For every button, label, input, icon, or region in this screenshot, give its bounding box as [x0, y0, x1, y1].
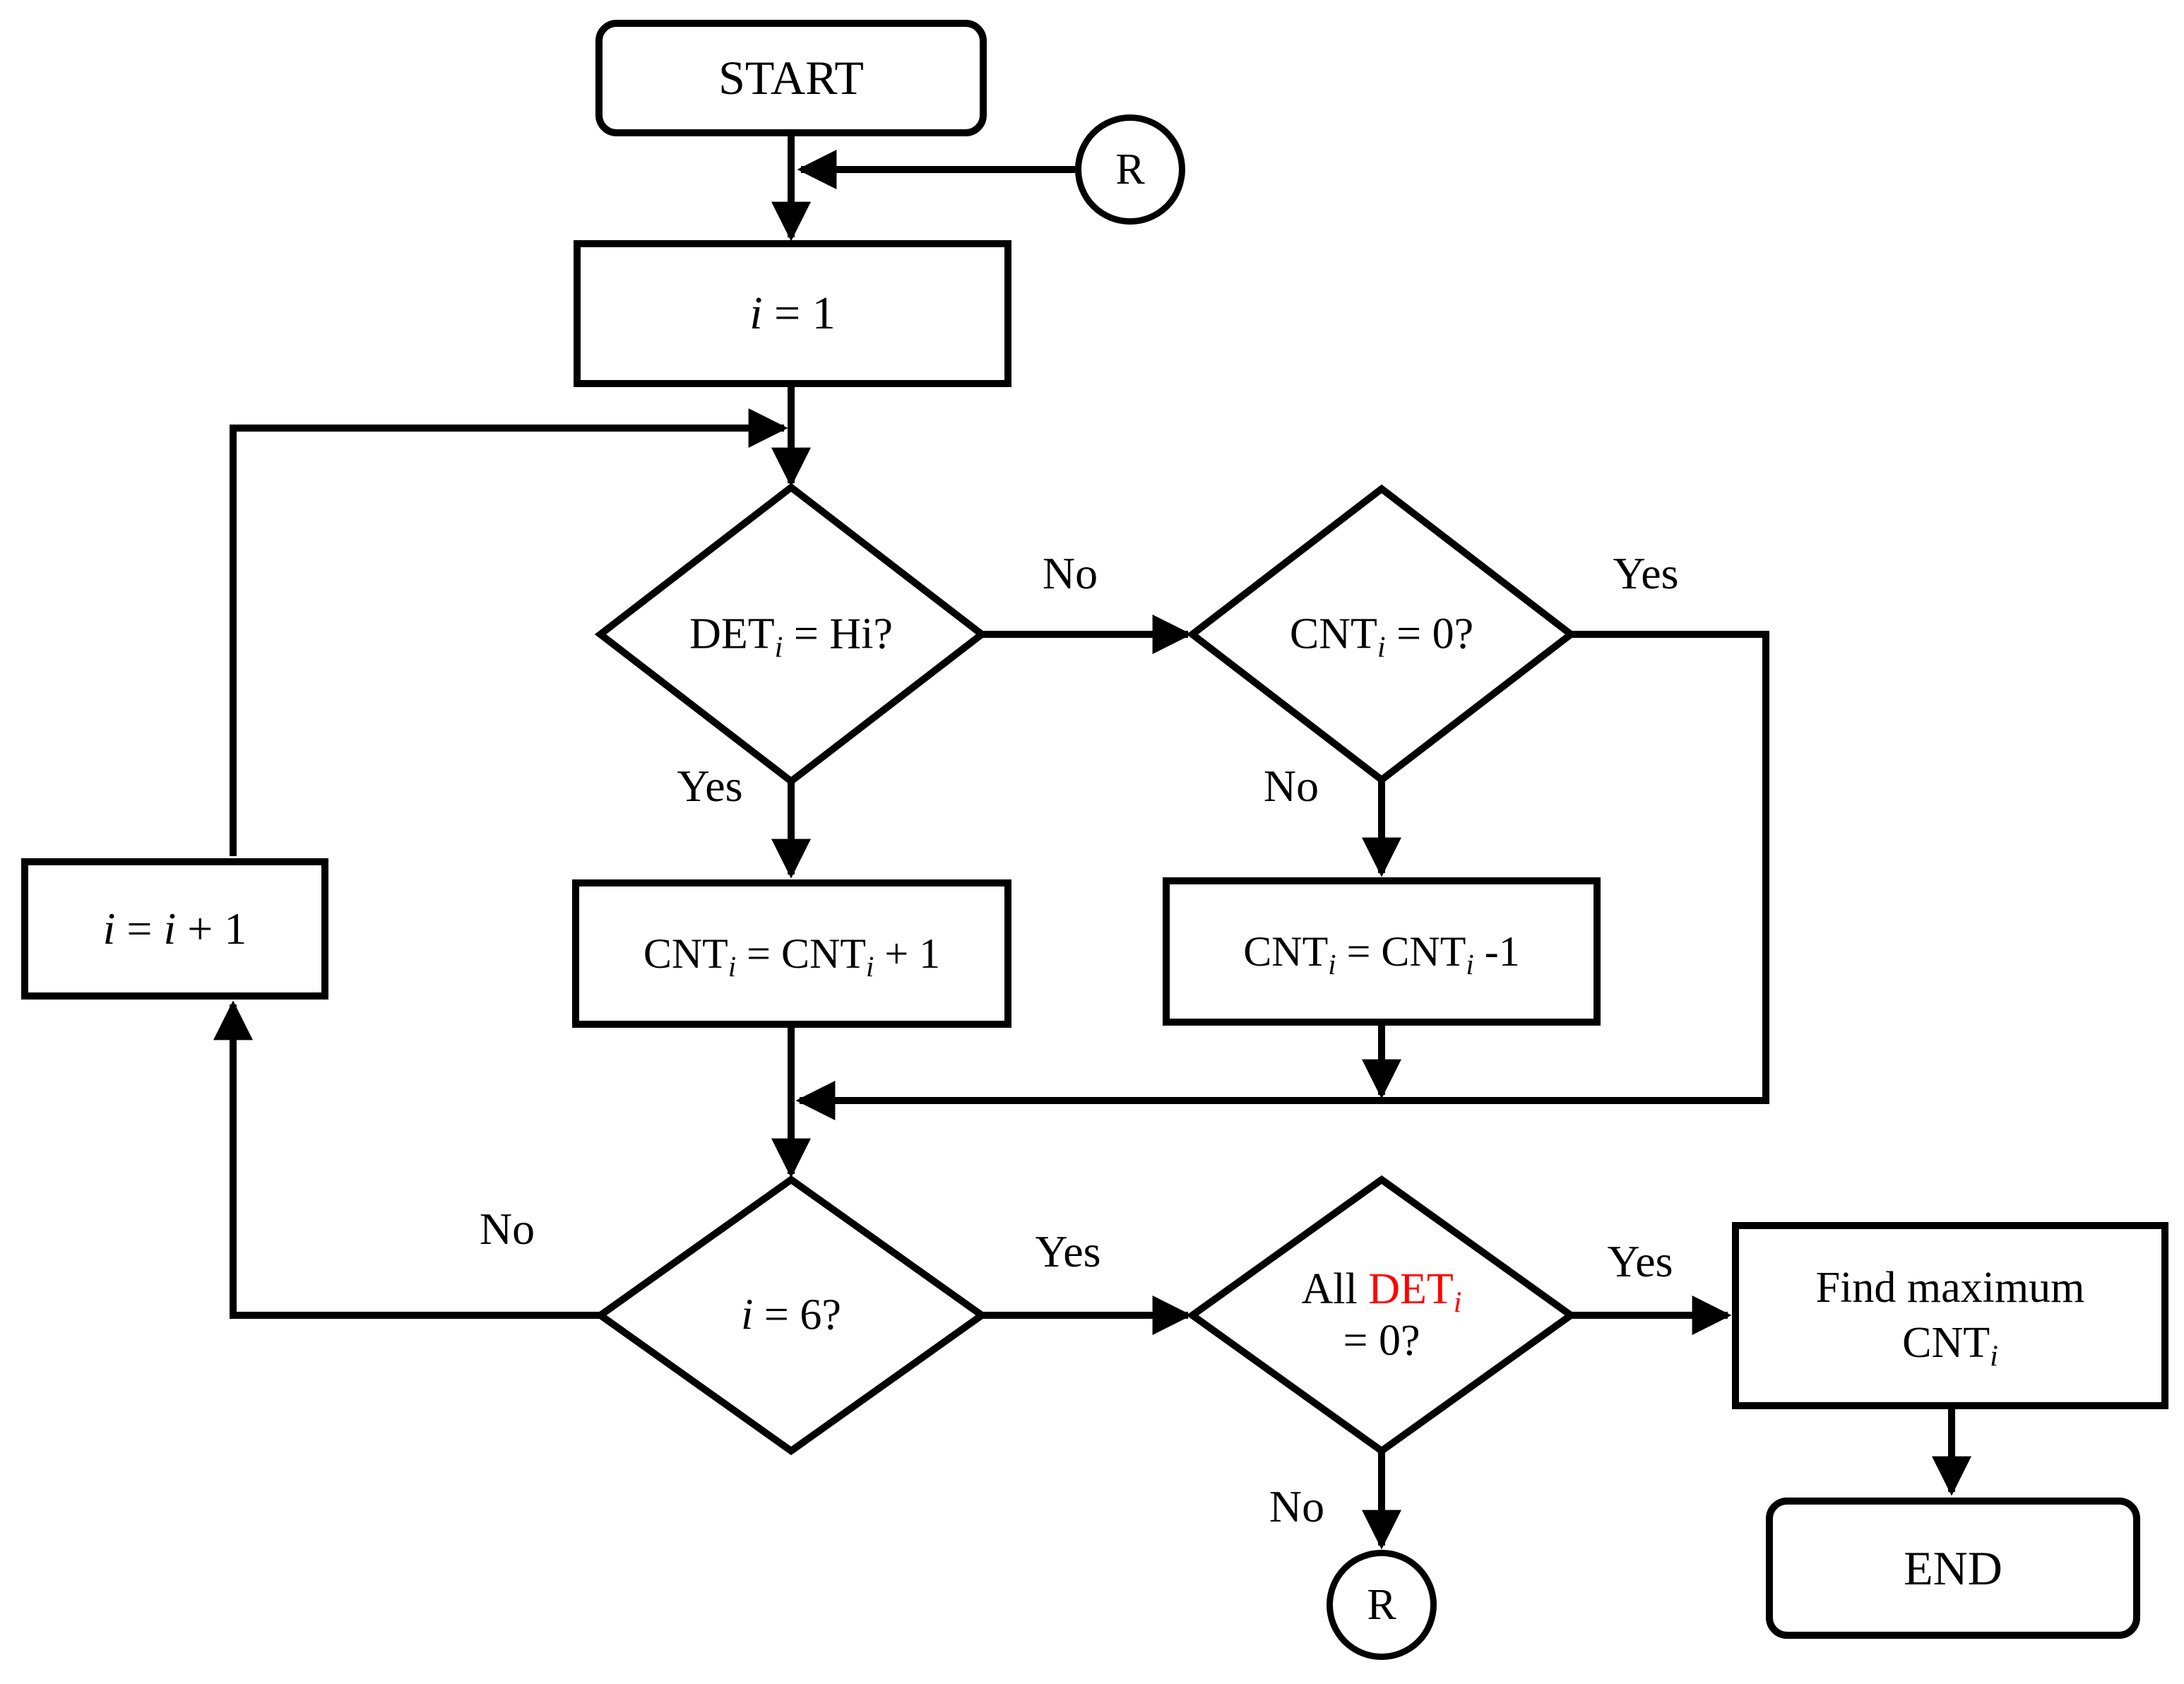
edge-cnt-zero-yes-to-merge: [795, 631, 1769, 1120]
det-decision-diamond: [594, 482, 988, 786]
init-i-box: i = 1: [574, 240, 1011, 387]
recycle-top-label: R: [1115, 145, 1145, 194]
edge-label-i-six-no: No: [479, 1204, 535, 1254]
edge-label-i-six-yes: Yes: [1035, 1226, 1101, 1276]
find-max-box: Find maximum CNTi: [1732, 1222, 2168, 1409]
recycle-bottom-label: R: [1367, 1580, 1396, 1629]
edge-label-cnt-zero-no: No: [1263, 761, 1319, 811]
edge-label-all-det-yes: Yes: [1607, 1236, 1673, 1286]
edge-label-all-det-no: No: [1269, 1481, 1325, 1531]
edge-label-det-no: No: [1042, 548, 1098, 598]
edge-label-cnt-zero-yes: Yes: [1613, 548, 1679, 598]
start-label: START: [718, 51, 864, 105]
cnt-zero-decision-diamond: [1186, 484, 1577, 785]
recycle-connector-bottom: R: [1327, 1550, 1437, 1660]
cnt-decrement-box: CNTi = CNTi -1: [1163, 877, 1601, 1026]
find-max-label: Find maximum CNTi: [1815, 1264, 2085, 1373]
all-det-decision-label: All DETi = 0?: [1301, 1264, 1462, 1365]
i-increment-box: i = i + 1: [21, 858, 328, 1000]
i-six-decision-diamond: [594, 1175, 988, 1456]
cnt-zero-decision-label: CNTi = 0?: [1289, 610, 1474, 665]
recycle-connector-top: R: [1075, 114, 1185, 225]
cnt-increment-label: CNTi = CNTi + 1: [643, 930, 941, 983]
edge-label-det-yes: Yes: [677, 761, 743, 811]
init-i-label: i = 1: [749, 287, 836, 339]
all-det-decision-diamond: [1186, 1175, 1577, 1456]
i-six-decision-label: i = 6?: [741, 1291, 841, 1339]
end-node: END: [1766, 1498, 2140, 1639]
edge-i-increment-loop-return: [230, 408, 788, 856]
cnt-increment-box: CNTi = CNTi + 1: [572, 879, 1011, 1028]
i-increment-label: i = i + 1: [102, 903, 247, 954]
end-label: END: [1904, 1541, 2002, 1595]
edge-i-six-no-to-i-increment: [213, 1000, 600, 1319]
det-decision-label: DETi = Hi?: [689, 610, 893, 665]
cnt-decrement-label: CNTi = CNTi -1: [1243, 927, 1520, 980]
start-node: START: [595, 20, 987, 136]
